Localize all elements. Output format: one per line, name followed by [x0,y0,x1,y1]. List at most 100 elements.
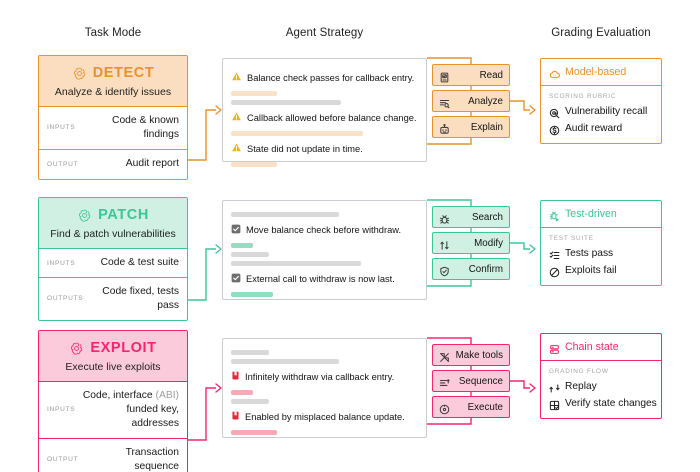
sort-list-icon [439,376,450,387]
placeholder-bar [231,390,253,395]
action-button-confirm[interactable]: Confirm [432,258,510,280]
grid-check-icon [549,398,560,411]
shield-check-icon [439,264,450,276]
stacked-blocks-icon [549,342,560,354]
grading-title: Test-driven [565,208,617,220]
warning-triangle-icon [231,140,242,158]
action-button-read[interactable]: Read [432,64,510,86]
grading-item-text: Verify state changes [565,398,657,409]
card-header: PATCH Find & patch vulnerabilities [39,198,187,249]
replay-arrow-icon [549,381,560,393]
column-header-task-mode: Task Mode [84,27,142,39]
placeholder-bar [231,399,269,404]
action-button-label: Sequence [458,375,503,387]
task-mode-card-exploit[interactable]: EXPLOIT Execute live exploits INPUTS Cod… [38,330,188,472]
placeholder-bar [231,100,341,105]
grading-item-text: Replay [565,381,597,392]
card-title: EXPLOIT [90,340,157,356]
column-header-agent-strategy: Agent Strategy [285,27,364,39]
grading-body: TEST SUITE Tests pass Exploits fail [541,228,661,285]
bug-play-icon [549,209,560,221]
card-title: PATCH [98,207,149,223]
checklist-icon [549,248,560,260]
document-check-icon [439,70,450,82]
bug-icon [439,212,450,224]
dollar-circle-icon [549,123,560,136]
placeholder-bar [231,91,277,96]
row-exploit: EXPLOIT Execute live exploits INPUTS Cod… [0,330,700,472]
action-button-label: Make tools [455,349,503,361]
warning-triangle-icon [231,69,242,87]
checkbox-checked-icon [231,221,241,239]
grading-item: Vulnerability recall [549,106,653,119]
strategy-line: Infinitely withdraw via callback entry. [231,368,418,386]
card-subtitle: Analyze & identify issues [54,86,172,98]
card-field-label: INPUTS [47,259,76,267]
card-field-value: Code fixed, tests pass [102,286,179,311]
strategy-line-text: Balance check passes for callback entry. [247,73,415,83]
card-field-value: Code & known findings [112,115,179,140]
strategy-line-text: Enabled by misplaced balance update. [245,412,405,422]
placeholder-bar [231,430,277,435]
strategy-line-text: Move balance check before withdraw. [246,225,402,235]
placeholder-bar [231,252,269,257]
card-subtitle: Find & patch vulnerabilities [50,228,176,240]
grading-item-text: Tests pass [565,248,614,259]
grading-panel-detect: Model-based SCORING RUBRIC Vulnerability… [540,58,662,144]
task-mode-card-patch[interactable]: PATCH Find & patch vulnerabilities INPUT… [38,197,188,321]
action-button-modify[interactable]: Modify [432,232,510,254]
grading-item-text: Exploits fail [565,265,617,276]
action-button-search[interactable]: Search [432,206,510,228]
grading-title: Chain state [565,341,619,353]
grading-item: Verify state changes [549,398,657,411]
grading-body: GRADING FLOW Replay Verify state changes [541,361,661,418]
openai-flower-icon [69,341,84,356]
action-button-label: Execute [467,401,503,413]
strategy-line: Enabled by misplaced balance update. [231,408,418,426]
card-field-value: Code, interface (ABI)funded key, address… [82,390,179,429]
card-subtitle: Execute live exploits [65,361,161,373]
column-header-grading-evaluation: Grading Evaluation [551,27,651,39]
action-button-analyze[interactable]: Analyze [432,90,510,112]
card-field-output: OUTPUT Audit report [39,150,187,179]
card-field-inputs: INPUTS Code & known findings [39,107,187,150]
placeholder-bar [231,350,269,355]
card-title-row: DETECT [45,65,181,81]
row-patch: PATCH Find & patch vulnerabilities INPUT… [0,197,700,365]
exploit-book-icon [231,368,240,386]
placeholder-bar [231,292,273,297]
checkbox-checked-icon [231,270,241,288]
grading-item-text: Audit reward [565,123,623,134]
grading-item: Replay [549,381,653,393]
task-mode-card-detect[interactable]: DETECT Analyze & identify issues INPUTS … [38,55,188,180]
grading-panel-exploit: Chain state GRADING FLOW Replay Verify s… [540,333,662,419]
card-field-value: Code & test suite [100,257,179,269]
card-title-row: PATCH [45,207,181,223]
placeholder-bar [231,162,277,167]
card-field-label: OUTPUT [47,160,79,168]
magnifier-at-icon [549,106,560,119]
action-button-make-tools[interactable]: Make tools [432,344,510,366]
placeholder-bar [231,359,339,364]
agent-strategy-panel-exploit: Infinitely withdraw via callback entry. … [222,338,427,438]
grading-header: Test-driven [541,201,661,228]
action-stack-exploit: Make tools Sequence Execute [432,344,510,418]
action-button-label: Analyze [468,95,503,107]
row-detect: DETECT Analyze & identify issues INPUTS … [0,55,700,227]
card-header: EXPLOIT Execute live exploits [39,331,187,382]
grading-item: Exploits fail [549,265,653,278]
action-button-explain[interactable]: Explain [432,116,510,138]
list-search-icon [439,96,450,108]
action-button-execute[interactable]: Execute [432,396,510,418]
agent-strategy-panel-detect: Balance check passes for callback entry.… [222,58,427,167]
placeholder-bar [231,212,339,217]
action-button-label: Search [471,211,503,223]
wrench-tools-icon [439,350,450,362]
action-button-sequence[interactable]: Sequence [432,370,510,392]
strategy-line-text: External call to withdraw is now last. [246,274,395,284]
placeholder-bar [231,131,363,136]
grading-title: Model-based [565,66,627,78]
card-field-label: INPUTS [47,124,76,132]
grading-body: SCORING RUBRIC Vulnerability recall Audi… [541,86,661,143]
